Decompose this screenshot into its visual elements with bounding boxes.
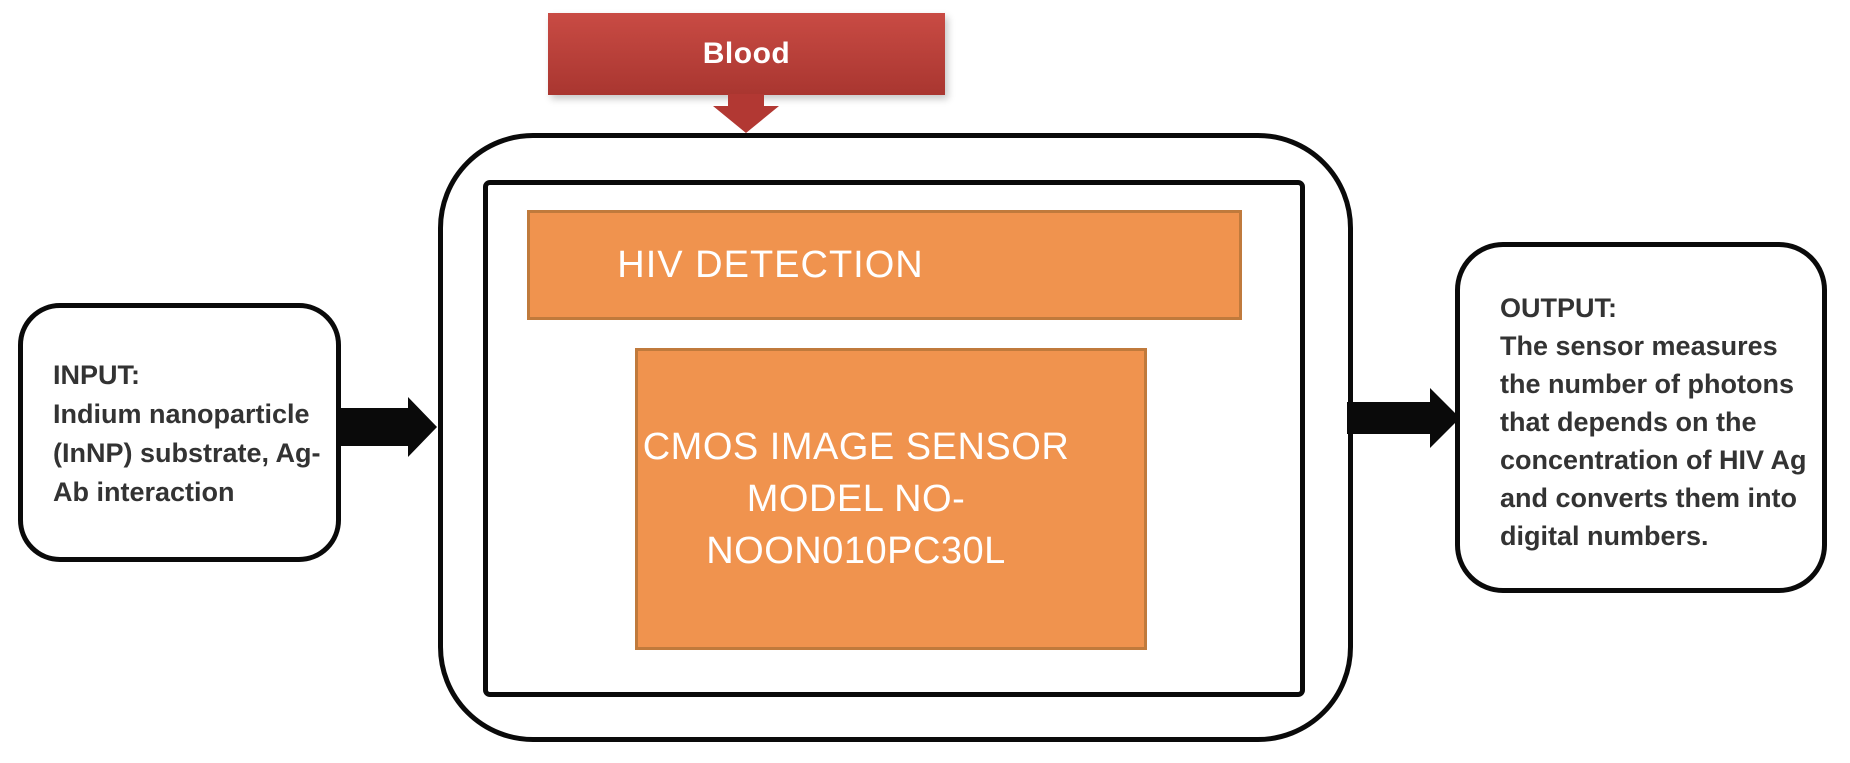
blood-banner-label: Blood [702, 37, 791, 70]
hiv-detection-label: HIV DETECTION [617, 243, 924, 286]
hiv-detection-box: HIV DETECTION [527, 210, 1242, 320]
output-flow-arrow-icon [1347, 388, 1460, 448]
cmos-sensor-box: CMOS IMAGE SENSOR MODEL NO- NOON010PC30L [635, 348, 1147, 650]
sensor-outer-frame [438, 133, 1353, 742]
cmos-sensor-label: CMOS IMAGE SENSOR MODEL NO- NOON010PC30L [642, 426, 1070, 572]
output-box: OUTPUT: The sensor measures the number o… [1455, 242, 1827, 593]
blood-banner: Blood [548, 13, 945, 95]
blood-down-arrow-icon [713, 94, 779, 133]
input-box: INPUT: Indium nanoparticle (InNP) substr… [18, 303, 341, 562]
sensor-inner-frame [483, 180, 1305, 697]
input-flow-arrow-icon [341, 397, 437, 457]
